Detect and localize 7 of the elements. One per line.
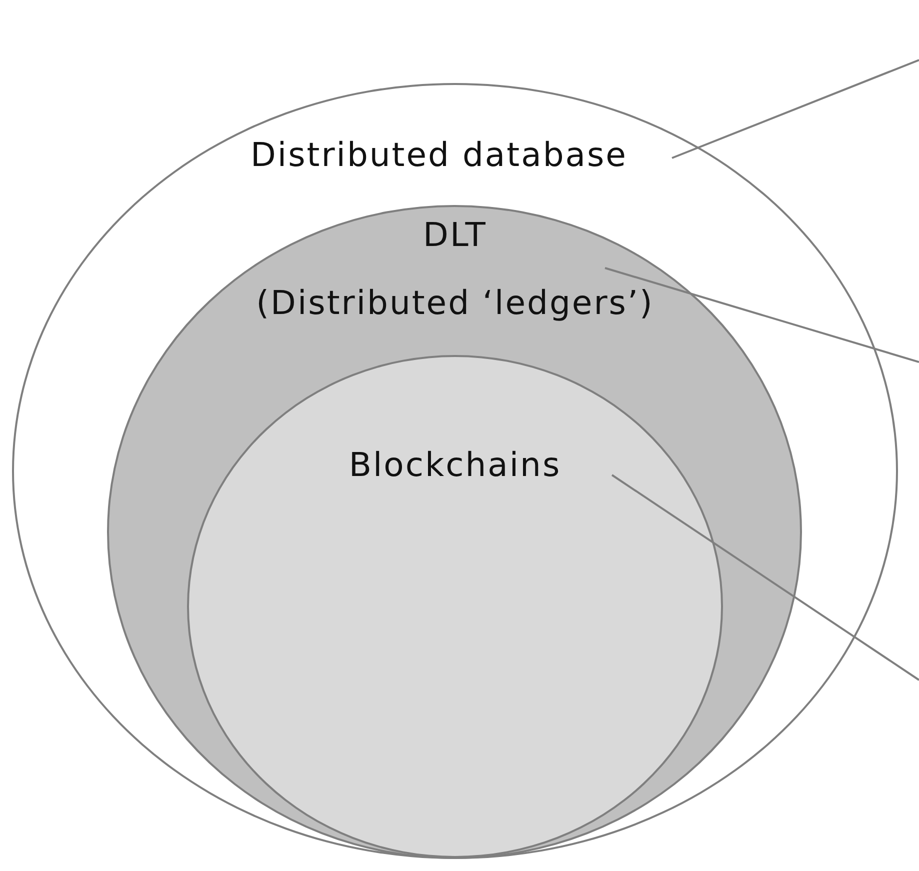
set-label: DLT bbox=[422, 214, 488, 256]
set-label: Blockchains bbox=[348, 444, 562, 486]
leader-line bbox=[611, 474, 919, 681]
set-label: (Distributed ‘ledgers’) bbox=[255, 282, 655, 324]
set-label: Distributed database bbox=[250, 134, 628, 176]
leader-line bbox=[604, 267, 919, 363]
leader-line bbox=[672, 59, 919, 159]
